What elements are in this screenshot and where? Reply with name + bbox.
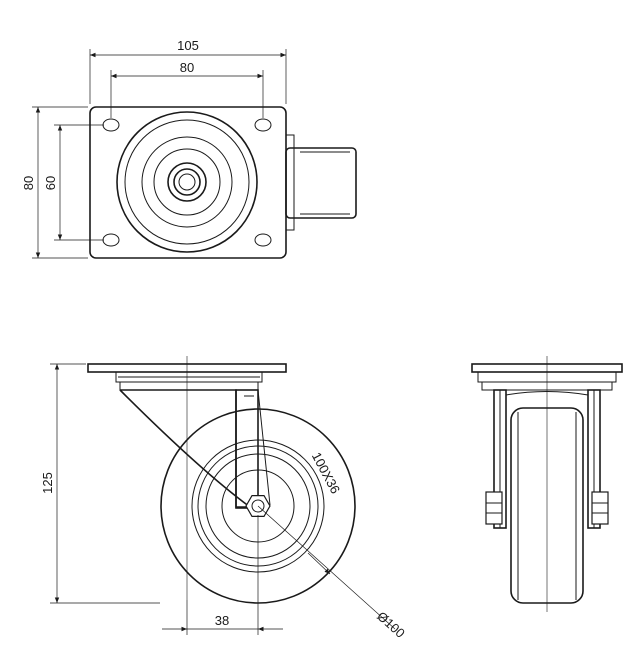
dim-offset: 38 — [162, 515, 283, 635]
dim-diameter-label: Ø100 — [374, 608, 408, 640]
dim-hole-spacing-x: 80 — [110, 60, 264, 118]
top-hole-tl — [102, 118, 120, 132]
top-view: 105 80 80 60 — [21, 38, 357, 259]
dim-plate-width: 105 — [89, 38, 287, 104]
side-bearing — [115, 371, 263, 391]
dim-38-label: 38 — [215, 613, 229, 628]
dim-60-label: 60 — [43, 176, 58, 190]
dim-hole-spacing-y: 60 — [43, 124, 104, 241]
top-hole-br — [254, 233, 272, 247]
top-hole-tr — [254, 118, 272, 132]
front-axle — [485, 491, 609, 525]
dim-plate-depth: 80 — [21, 106, 88, 259]
top-swivel-housing — [285, 134, 357, 231]
top-bearing-rings — [116, 111, 258, 253]
dim-80-v-label: 80 — [21, 176, 36, 190]
front-view — [471, 356, 623, 612]
dim-105-label: 105 — [177, 38, 199, 53]
dim-height: 125 — [40, 363, 160, 604]
dim-125-label: 125 — [40, 472, 55, 494]
side-view: 100X36 Ø100 125 38 — [40, 356, 408, 641]
dim-wheel-diameter: Ø100 — [257, 505, 408, 641]
dim-80-h-label: 80 — [180, 60, 194, 75]
top-hole-bl — [102, 233, 120, 247]
side-fork — [119, 389, 271, 509]
wheel-size-label: 100X36 — [309, 450, 343, 497]
